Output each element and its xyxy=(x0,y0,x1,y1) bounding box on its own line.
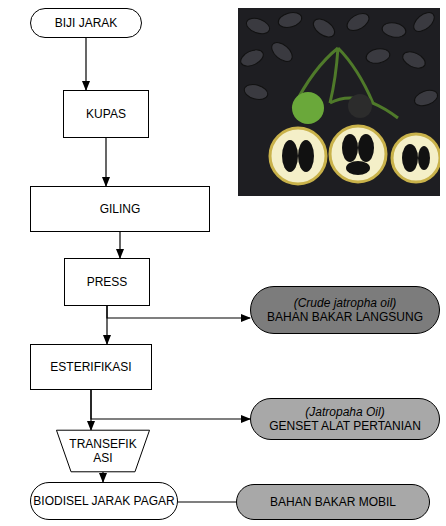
node-subtitle: (Crude jatropha oil) xyxy=(294,296,397,310)
output-terminal: (Crude jatropha oil)BAHAN BAKAR LANGSUNG xyxy=(250,286,440,334)
process-box: GILING xyxy=(30,186,210,232)
node-label: BIODISEL JARAK PAGAR xyxy=(33,494,174,508)
node-label: ESTERIFIKASI xyxy=(50,360,131,374)
node-label: PRESS xyxy=(87,275,128,289)
flow-arrow xyxy=(178,501,236,502)
output-terminal: BAHAN BAKAR MOBIL xyxy=(236,484,430,520)
flow-arrow xyxy=(85,38,86,90)
node-subtitle: (Jatropaha Oil) xyxy=(305,405,384,419)
flow-arrow xyxy=(105,138,106,186)
jatropha-photo xyxy=(238,8,440,196)
node-label: TRANSEFIK ASI xyxy=(66,437,140,466)
process-box: PRESS xyxy=(64,258,150,306)
flow-arrow xyxy=(91,390,250,419)
flow-arrow xyxy=(102,472,103,482)
node-label: KUPAS xyxy=(86,107,126,121)
manual-operation: TRANSEFIK ASI xyxy=(56,430,150,472)
end-terminal: BIODISEL JARAK PAGAR xyxy=(30,482,178,520)
flow-arrow xyxy=(119,232,120,258)
process-box: ESTERIFIKASI xyxy=(30,344,152,390)
flow-arrow xyxy=(107,306,250,318)
node-label: BAHAN BAKAR MOBIL xyxy=(270,495,396,509)
node-label: GENSET ALAT PERTANIAN xyxy=(269,419,421,433)
output-terminal: (Jatropaha Oil)GENSET ALAT PERTANIAN xyxy=(250,398,440,440)
node-label: BAHAN BAKAR LANGSUNG xyxy=(267,310,423,324)
start-terminal: BIJI JARAK xyxy=(30,8,142,38)
node-label: GILING xyxy=(100,202,141,216)
process-box: KUPAS xyxy=(63,90,149,138)
node-label: BIJI JARAK xyxy=(55,16,118,30)
